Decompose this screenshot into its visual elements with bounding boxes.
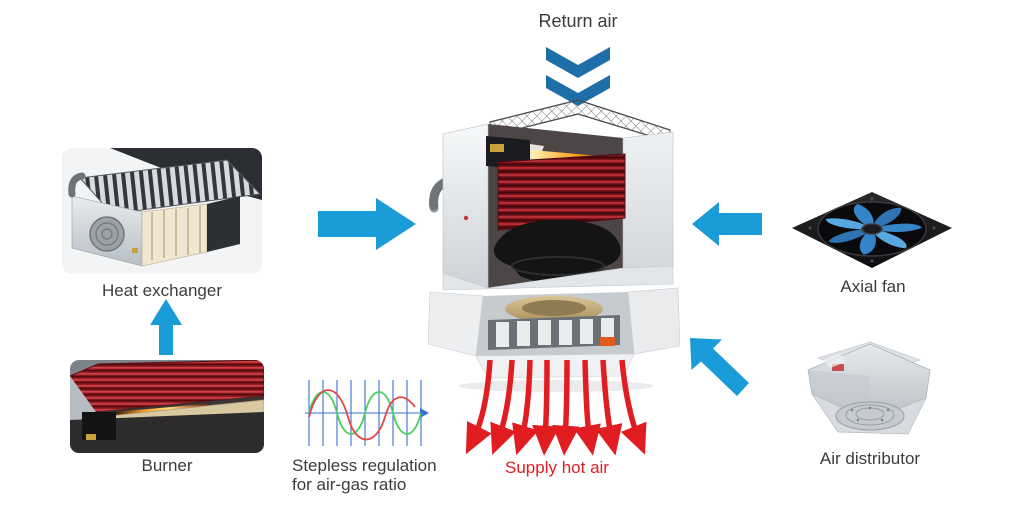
arrow-up-icon	[150, 299, 182, 355]
axial-fan-label: Axial fan	[840, 277, 906, 296]
arrow-left-icon	[692, 202, 762, 246]
burner-label: Burner	[141, 456, 193, 475]
air-distributor-label: Air distributor	[819, 449, 921, 468]
air-gas-waveform-icon	[305, 380, 429, 446]
axial-fan-image	[792, 192, 952, 268]
heat-exchanger-label: Heat exchanger	[101, 281, 223, 300]
arrow-up-left-icon	[690, 338, 749, 396]
stepless-regulation-line1: Stepless regulation	[292, 456, 437, 475]
stepless-regulation-label: Stepless regulation for air-gas ratio	[292, 456, 482, 494]
arrow-right-icon	[318, 198, 416, 250]
stepless-regulation-line2: for air-gas ratio	[292, 475, 407, 494]
air-distributor-image	[807, 341, 931, 435]
return-air-label: Return air	[538, 11, 618, 31]
heat-exchanger-image	[62, 148, 262, 274]
heating-unit-image	[428, 99, 680, 392]
burner-image	[70, 360, 264, 453]
supply-hot-air-label: Supply hot air	[505, 458, 609, 477]
supply-hot-air-arrows-icon	[465, 359, 647, 456]
